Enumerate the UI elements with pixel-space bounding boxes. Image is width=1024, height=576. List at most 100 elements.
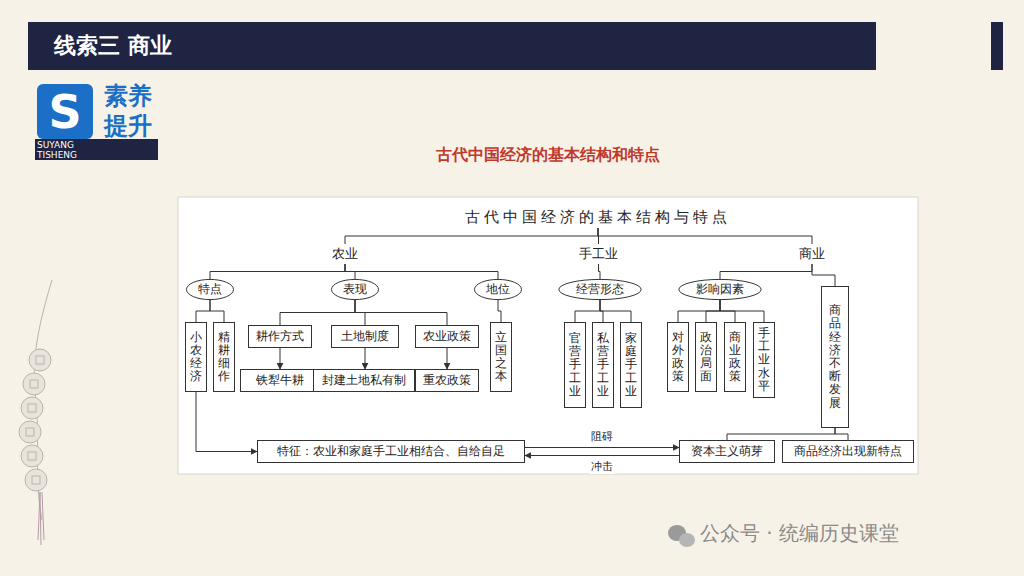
node-text: 商品经济出现新特点 xyxy=(794,443,902,460)
vertical-box: 手工业水平 xyxy=(753,322,775,398)
branch-label: 商业 xyxy=(795,244,829,264)
node-text: 古代中国经济的基本结构与特点 xyxy=(465,208,731,227)
node-text: 商品经济不断发展 xyxy=(829,304,841,410)
connector xyxy=(355,300,447,325)
vertical-box: 商品经济不断发展 xyxy=(821,286,849,428)
process-box: 耕作方式 xyxy=(248,325,312,348)
category-ellipse: 经营形态 xyxy=(558,279,642,300)
node-text: 经营形态 xyxy=(576,281,624,298)
process-box: 资本主义萌芽 xyxy=(679,440,775,463)
node-text: 商业 xyxy=(799,245,825,263)
vertical-box: 小农经济 xyxy=(185,322,207,392)
connector xyxy=(525,447,679,448)
vertical-box: 对外政策 xyxy=(667,322,689,392)
node-text: 手工业水平 xyxy=(758,327,770,393)
process-box: 重农政策 xyxy=(415,369,479,392)
logo-box: S xyxy=(37,84,93,139)
coin-string xyxy=(19,280,52,545)
branch-label: 农业 xyxy=(328,244,362,264)
node-text: 政治局面 xyxy=(700,331,712,384)
vertical-box: 私营手工业 xyxy=(592,322,614,408)
connector xyxy=(720,264,812,279)
node-text: 重农政策 xyxy=(423,372,471,389)
diagram-panel xyxy=(178,197,918,474)
ellipse-shape xyxy=(679,279,761,299)
connector xyxy=(599,264,601,279)
category-ellipse: 特点 xyxy=(186,279,234,300)
edge-label: 阻碍 xyxy=(589,429,615,444)
ellipse-shape xyxy=(559,279,641,299)
connector xyxy=(365,348,366,369)
node-text: 官营手工业 xyxy=(569,332,581,398)
node-text: 农业 xyxy=(332,245,358,263)
connector xyxy=(727,428,835,440)
node-text: 影响因素 xyxy=(696,281,744,298)
connector xyxy=(706,300,720,322)
header-band: 线索三 商业 xyxy=(28,22,876,70)
process-box: 商品经济出现新特点 xyxy=(782,440,914,463)
node-text: 耕作方式 xyxy=(256,328,304,345)
connector xyxy=(720,300,764,322)
vertical-box: 家庭手工业 xyxy=(620,322,642,408)
connector xyxy=(525,455,679,456)
node-text: 特征：农业和家庭手工业相结合、自给自足 xyxy=(277,443,505,460)
node-text: 精耕细作 xyxy=(218,331,230,384)
vertical-box: 立国之本 xyxy=(490,322,512,392)
connector xyxy=(678,300,720,322)
edge-label: 冲击 xyxy=(589,459,615,474)
node-text: 农业政策 xyxy=(423,328,471,345)
node-text: 特点 xyxy=(198,281,222,298)
connector xyxy=(447,348,448,369)
process-box: 封建土地私有制 xyxy=(313,369,415,392)
category-ellipse: 地位 xyxy=(474,279,522,300)
node-text: 表现 xyxy=(343,281,367,298)
node-text: 私营手工业 xyxy=(597,332,609,398)
node-text: 小农经济 xyxy=(190,331,202,384)
logo-word: 提升 xyxy=(104,110,152,142)
process-box: 特征：农业和家庭手工业相结合、自给自足 xyxy=(257,440,525,463)
node-text: 铁犁牛耕 xyxy=(256,372,304,389)
connector xyxy=(575,300,600,322)
diagram-heading: 古代中国经济的基本结构与特点 xyxy=(461,207,735,228)
connector xyxy=(280,348,281,369)
vertical-box: 官营手工业 xyxy=(564,322,586,408)
diagram-title: 古代中国经济的基本结构和特点 xyxy=(436,145,660,166)
node-text: 封建土地私有制 xyxy=(322,372,406,389)
process-box: 农业政策 xyxy=(415,325,479,348)
logo-bar xyxy=(35,139,158,160)
node-text: 对外政策 xyxy=(672,331,684,384)
vertical-box: 商业政策 xyxy=(724,322,746,392)
node-text: 地位 xyxy=(486,281,510,298)
connector xyxy=(600,300,631,322)
connector xyxy=(196,300,210,322)
process-box: 土地制度 xyxy=(331,325,399,348)
node-text: S xyxy=(48,85,81,139)
logo-subtitle: SUYANG TISHENG xyxy=(37,140,101,160)
connector xyxy=(498,300,501,322)
node-text: 立国之本 xyxy=(495,331,507,384)
node-text: 资本主义萌芽 xyxy=(691,443,763,460)
vertical-box: 精耕细作 xyxy=(213,322,235,392)
wechat-icon xyxy=(668,525,695,547)
ellipse-shape xyxy=(474,279,521,299)
category-ellipse: 影响因素 xyxy=(678,279,762,300)
connector xyxy=(345,264,498,279)
category-ellipse: 表现 xyxy=(331,279,379,300)
connector xyxy=(280,300,355,325)
node-text: 线索三 商业 xyxy=(54,31,172,61)
process-box: 铁犁牛耕 xyxy=(240,369,320,392)
ellipse-shape xyxy=(186,279,233,299)
ellipse-shape xyxy=(331,279,378,299)
connector xyxy=(598,228,812,244)
connector xyxy=(835,428,848,440)
connector xyxy=(210,264,345,279)
connector xyxy=(812,264,835,286)
node-text: 手工业 xyxy=(579,245,618,263)
logo-word: 素养 xyxy=(104,80,152,112)
connector xyxy=(345,228,598,244)
side-bar xyxy=(991,22,1003,70)
node-text: 商业政策 xyxy=(729,331,741,384)
node-text: 家庭手工业 xyxy=(625,332,637,398)
connector xyxy=(196,392,257,452)
